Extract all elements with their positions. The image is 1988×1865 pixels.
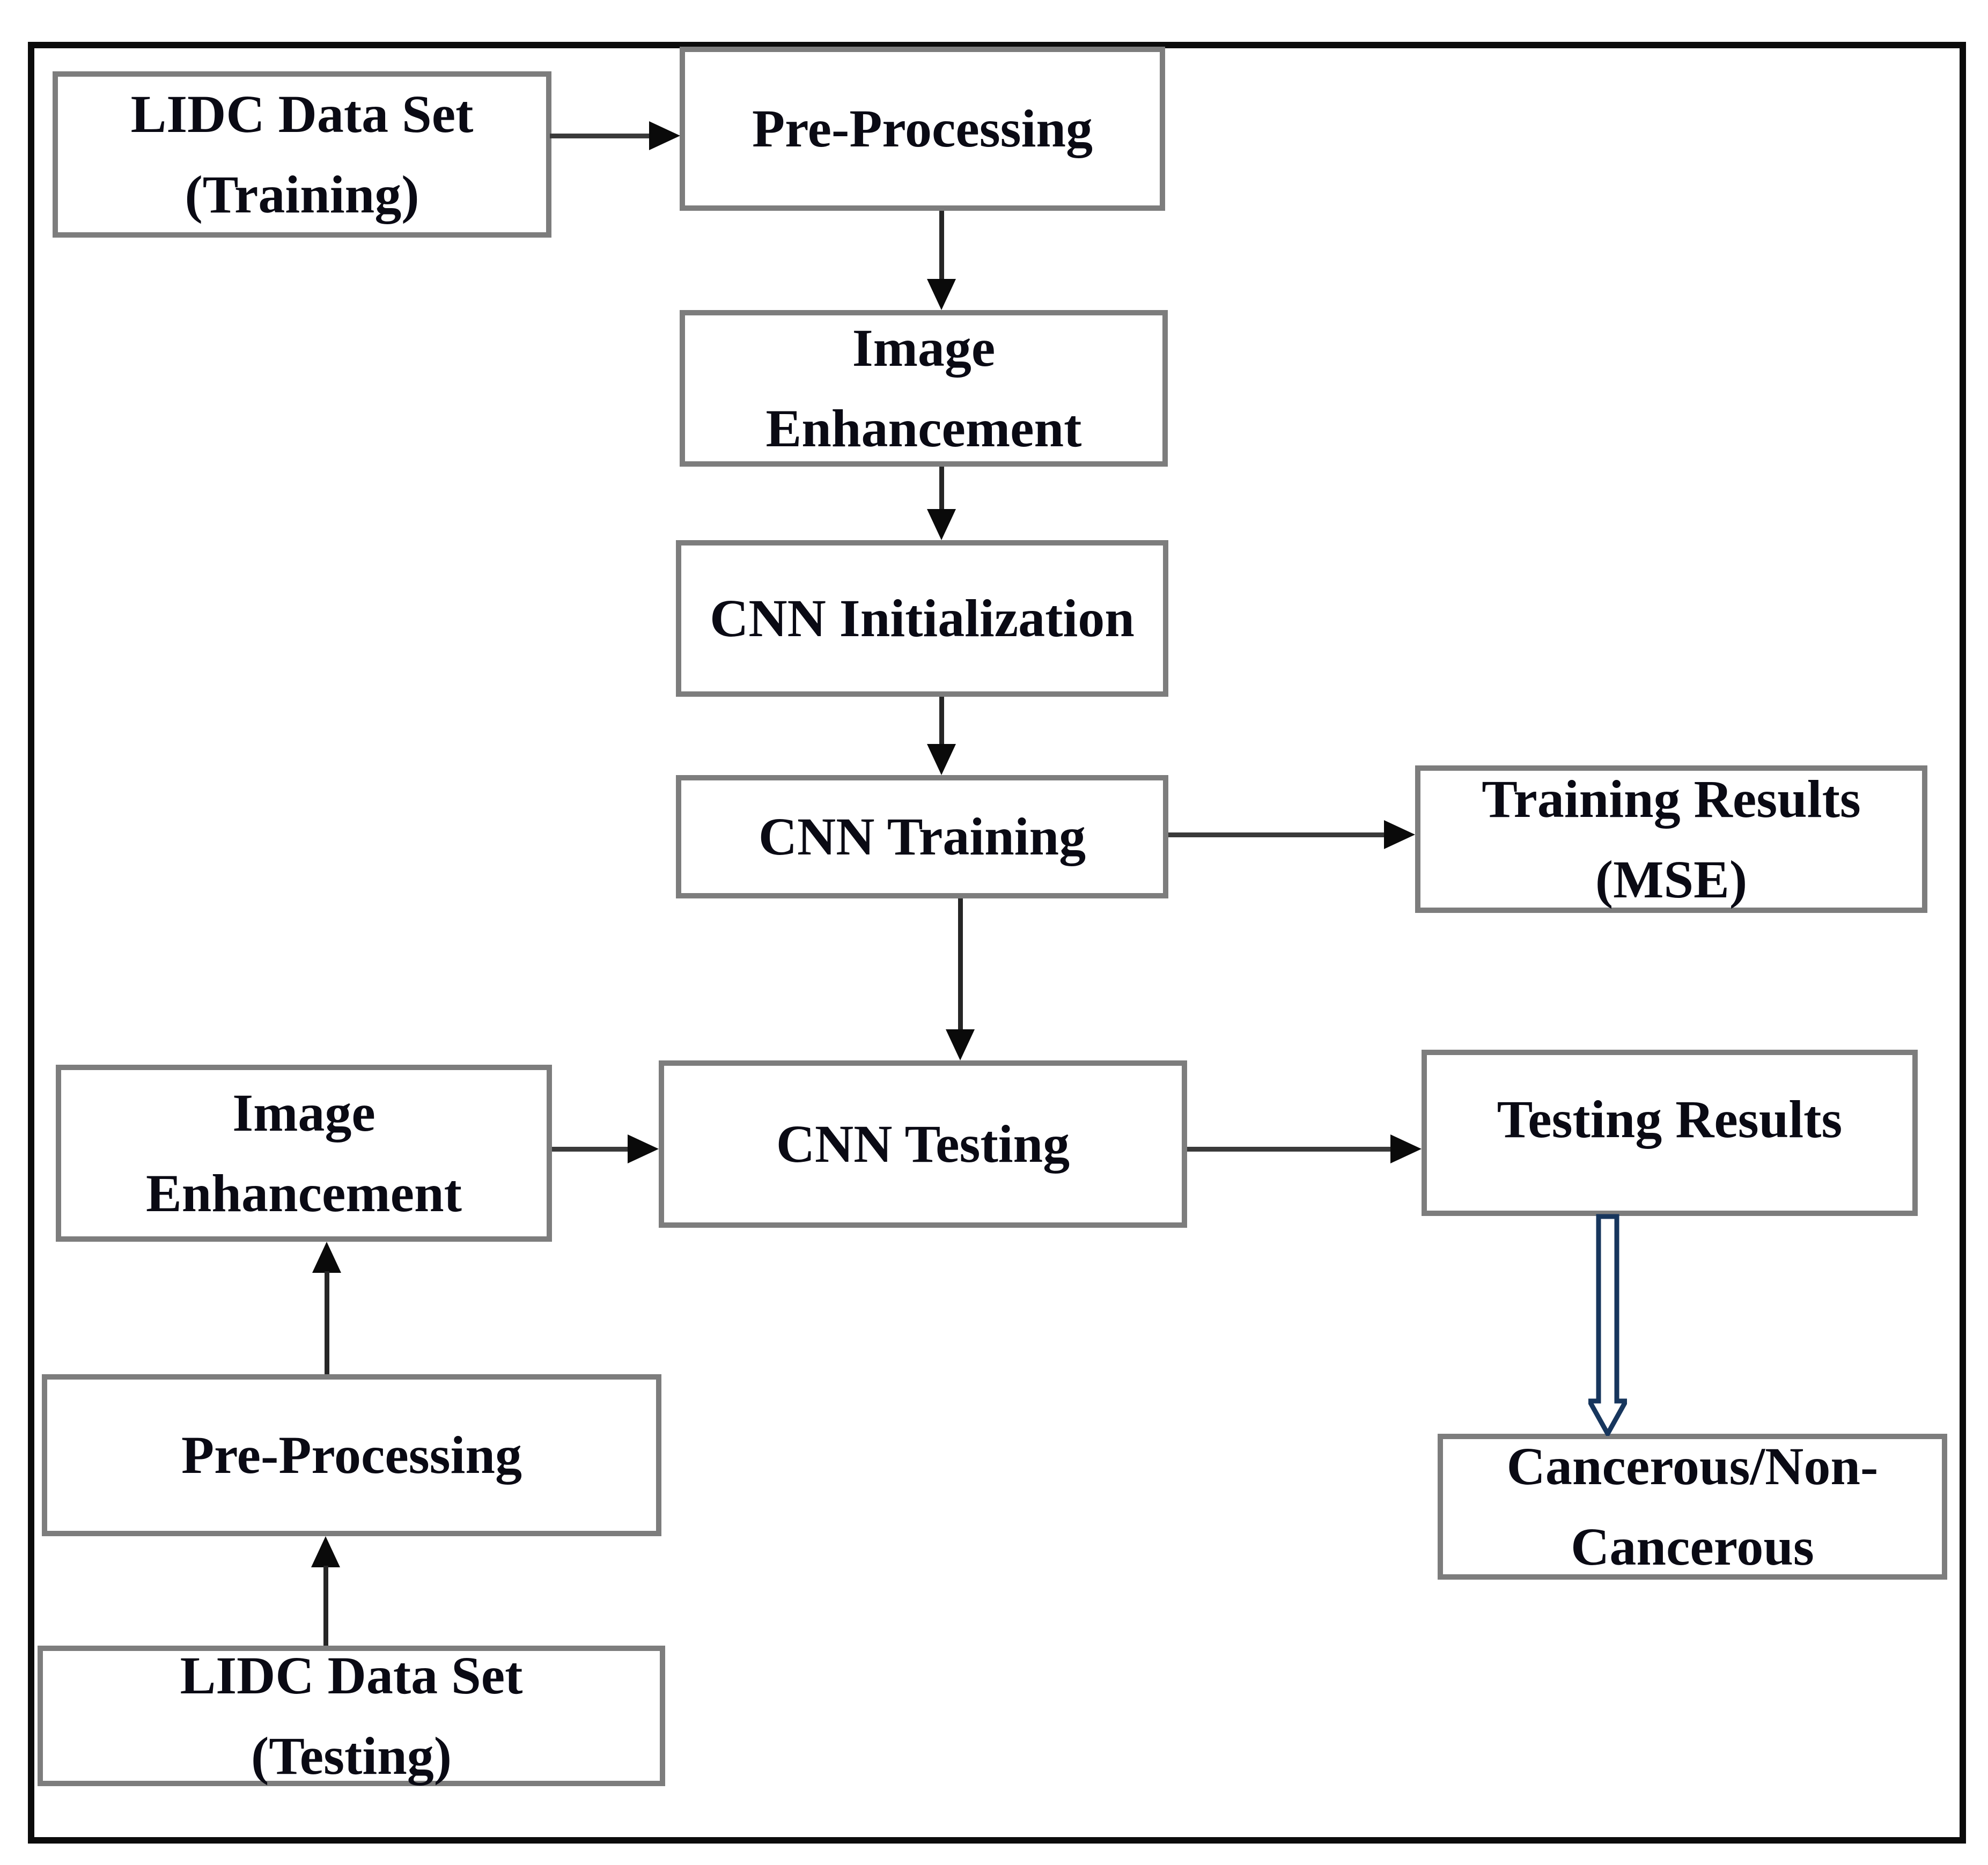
node-lidc-data-set-testing: LIDC Data Set (Testing) [38,1646,665,1786]
node-label-line: Pre-Processing [752,99,1093,158]
arrow-line [550,134,650,138]
arrow-line [1168,832,1386,837]
node-label-line: CNN Initialization [710,588,1135,648]
arrowhead-down-icon [927,744,956,775]
node-label-line: Pre-Processing [181,1425,522,1485]
node-image-enhancement-testing: Image Enhancement [56,1065,552,1242]
node-lidc-data-set-training: LIDC Data Set (Training) [53,71,551,238]
arrowhead-right-icon [1384,820,1415,849]
node-training-results-mse: Training Results (MSE) [1415,765,1927,913]
node-label-line: Cancerous [1571,1517,1814,1576]
arrowhead-up-icon [311,1536,340,1567]
node-image-enhancement-training: Image Enhancement [680,310,1168,467]
node-label-line: Image [232,1083,375,1142]
node-label-line: Enhancement [765,399,1082,458]
node-label-line: CNN Training [758,807,1086,866]
node-label-line: CNN Testing [776,1114,1070,1174]
block-arrow-shape [1588,1214,1627,1436]
node-label-line: Cancerous/Non- [1506,1436,1879,1496]
node-label-line: LIDC Data Set [130,84,474,144]
arrow-line [958,898,963,1031]
node-label-line: Training Results [1482,769,1861,829]
node-preprocessing-bottom: Pre-Processing [42,1374,661,1536]
node-cnn-training: CNN Training [676,775,1168,898]
node-label-line: (Training) [185,165,419,224]
node-label-line: (Testing) [251,1726,452,1786]
node-label-line: Enhancement [146,1163,462,1223]
arrow-line [939,697,944,746]
node-testing-results: Testing Results [1422,1050,1918,1216]
arrowhead-right-icon [1390,1134,1422,1163]
node-cnn-initialization: CNN Initialization [676,540,1168,697]
diagram-outer-border [28,42,1966,1844]
arrowhead-right-icon [628,1134,659,1163]
node-cancerous-non-cancerous: Cancerous/Non- Cancerous [1438,1434,1947,1580]
arrowhead-up-icon [312,1242,341,1273]
arrowhead-right-icon [649,121,680,150]
arrow-line [939,211,944,281]
arrowhead-down-icon [946,1029,975,1060]
node-label-line: Image [852,318,996,378]
node-cnn-testing: CNN Testing [659,1060,1187,1228]
arrow-line [939,467,944,511]
node-label-line: Testing Results [1497,1089,1843,1149]
node-preprocessing-top: Pre-Processing [680,47,1165,211]
arrowhead-down-icon [927,279,956,310]
arrow-line [325,1271,329,1374]
arrow-line [1187,1147,1392,1152]
arrow-line [323,1566,328,1646]
node-label-line: (MSE) [1595,849,1748,909]
arrowhead-down-icon [927,509,956,540]
arrow-line [552,1147,629,1152]
node-label-line: LIDC Data Set [180,1646,523,1705]
block-arrow-testing-results-to-cancerous [1588,1214,1627,1436]
